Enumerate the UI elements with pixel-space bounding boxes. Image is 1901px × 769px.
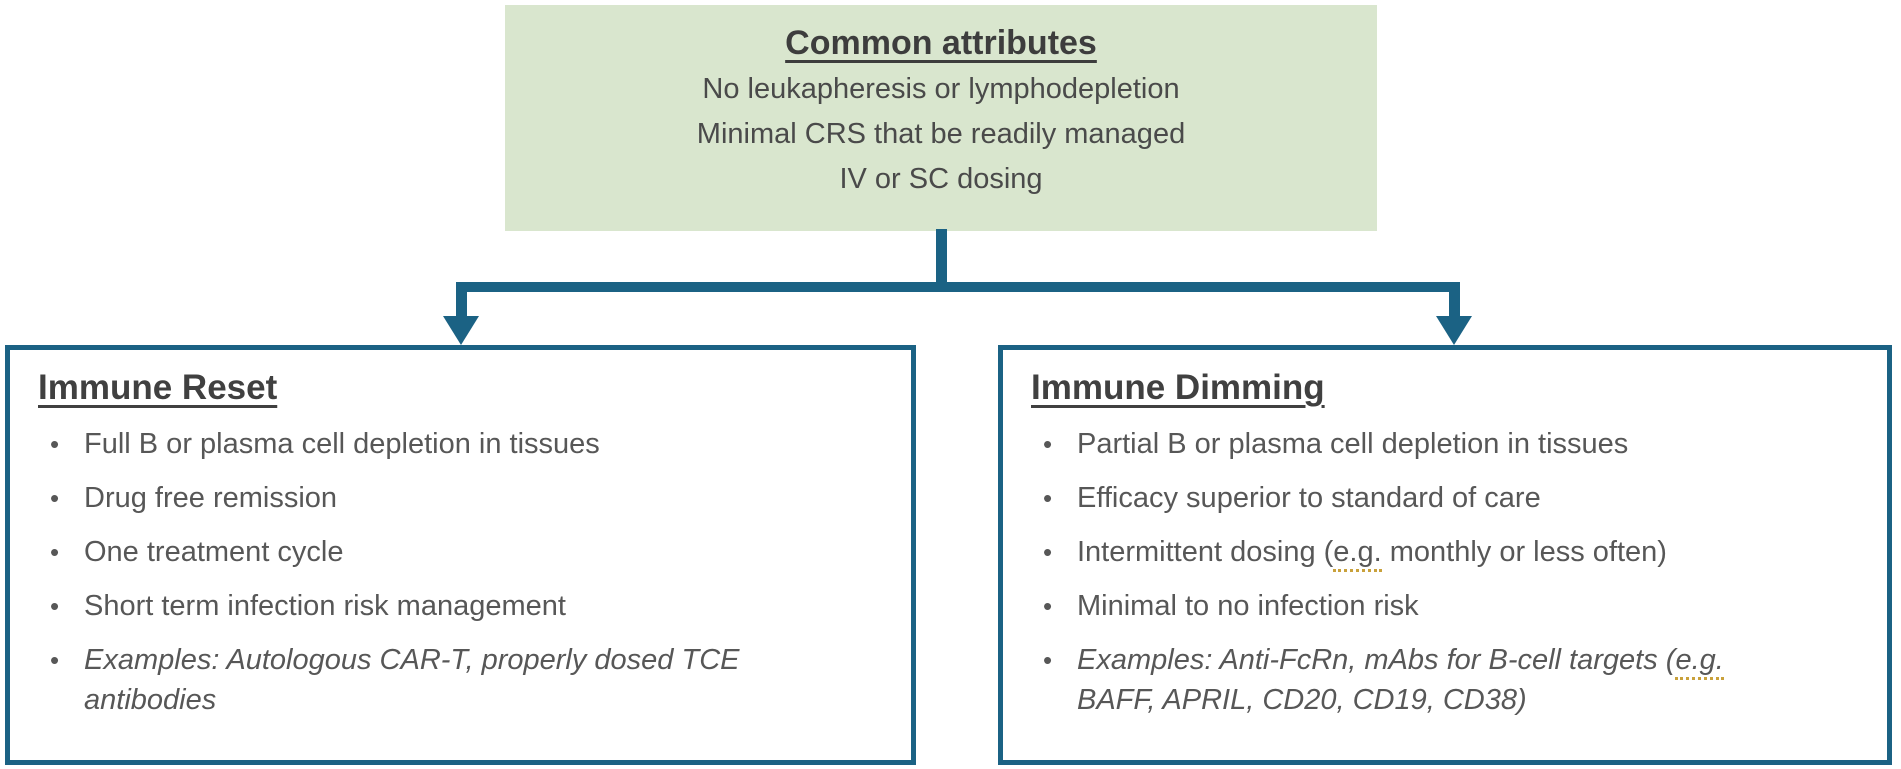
bullet-text: Efficacy superior to standard of care	[1077, 482, 1541, 514]
bullet-icon: •	[1043, 591, 1053, 621]
down-arrow-right-icon	[1436, 316, 1472, 345]
bullet-icon: •	[1043, 537, 1053, 567]
common-attribute-line: No leukapheresis or lymphodepletion	[702, 73, 1180, 105]
list-item: • Intermittent dosing (e.g. monthly or l…	[1031, 532, 1861, 572]
common-attributes-box: Common attributes No leukapheresis or ly…	[505, 5, 1377, 231]
bullet-text: Full B or plasma cell depletion in tissu…	[84, 428, 600, 460]
bullet-text-examples: Examples: Autologous CAR-T, properly dos…	[84, 644, 740, 716]
down-arrow-left-icon	[443, 316, 479, 345]
bullet-icon: •	[50, 645, 60, 675]
bullet-text: Partial B or plasma cell depletion in ti…	[1077, 428, 1629, 460]
immune-dimming-list: • Partial B or plasma cell depletion in …	[1031, 424, 1861, 720]
bullet-text: Drug free remission	[84, 482, 338, 514]
list-item: • One treatment cycle	[38, 532, 885, 572]
list-item: • Efficacy superior to standard of care	[1031, 478, 1861, 518]
bullet-text: Minimal to no infection risk	[1077, 590, 1419, 622]
list-item: • Full B or plasma cell depletion in tis…	[38, 424, 885, 464]
list-item: • Partial B or plasma cell depletion in …	[1031, 424, 1861, 464]
immune-dimming-title: Immune Dimming	[1031, 368, 1325, 407]
common-attribute-line: Minimal CRS that be readily managed	[696, 118, 1186, 150]
list-item: • Drug free remission	[38, 478, 885, 518]
bullet-icon: •	[50, 483, 60, 513]
connector-stem	[936, 229, 947, 284]
connector-left-drop	[456, 282, 467, 320]
bullet-text: Short term infection risk management	[84, 590, 566, 622]
bullet-icon: •	[50, 429, 60, 459]
bullet-icon: •	[1043, 645, 1053, 675]
immune-reset-box: Immune Reset • Full B or plasma cell dep…	[5, 345, 916, 765]
bullet-text-examples: Examples: Anti-FcRn, mAbs for B-cell tar…	[1077, 644, 1724, 716]
connector-crossbar	[456, 282, 1460, 292]
list-item: • Short term infection risk management	[38, 586, 885, 626]
bullet-icon: •	[50, 591, 60, 621]
bullet-icon: •	[50, 537, 60, 567]
connector-right-drop	[1449, 282, 1460, 320]
list-item: • Examples: Anti-FcRn, mAbs for B-cell t…	[1031, 640, 1861, 720]
immune-reset-list: • Full B or plasma cell depletion in tis…	[38, 424, 885, 720]
common-attributes-title: Common attributes	[785, 24, 1097, 62]
immune-reset-title: Immune Reset	[38, 368, 278, 407]
bullet-icon: •	[1043, 483, 1053, 513]
bullet-icon: •	[1043, 429, 1053, 459]
list-item: • Examples: Autologous CAR-T, properly d…	[38, 640, 885, 720]
immune-dimming-box: Immune Dimming • Partial B or plasma cel…	[998, 345, 1892, 765]
list-item: • Minimal to no infection risk	[1031, 586, 1861, 626]
common-attribute-line: IV or SC dosing	[839, 163, 1043, 195]
bullet-text: One treatment cycle	[84, 536, 344, 568]
bullet-text: Intermittent dosing (e.g. monthly or les…	[1077, 532, 1667, 572]
